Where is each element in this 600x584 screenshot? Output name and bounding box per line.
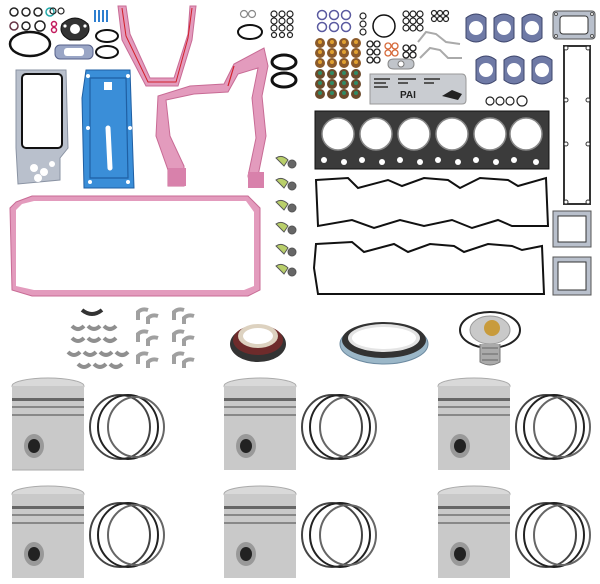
brand-logo-text: PAI xyxy=(400,90,416,101)
large-o-ring-oval xyxy=(8,30,52,58)
front-crank-seal xyxy=(228,312,288,366)
piston-rings-3 xyxy=(512,392,594,462)
small-o-rings-row xyxy=(484,94,544,108)
piston-rings-2 xyxy=(298,392,380,462)
piston-1 xyxy=(10,376,86,476)
cylinder-head-gasket xyxy=(314,110,550,170)
fuel-pump-gasket xyxy=(58,12,92,44)
small-o-rings-group xyxy=(8,6,68,46)
piston-3 xyxy=(436,376,512,476)
o-rings-small-col xyxy=(358,12,408,40)
piston-rings-4 xyxy=(86,500,168,570)
o-rings-copper-black xyxy=(366,40,422,66)
rod-bearings xyxy=(134,306,200,372)
exhaust-manifold-gaskets xyxy=(462,8,558,98)
intake-cover-gasket xyxy=(562,44,592,206)
intake-elbow-gasket-1 xyxy=(552,210,592,248)
rear-cover-gasket-pink xyxy=(116,4,197,88)
piston-5 xyxy=(222,484,298,582)
tiny-o-rings xyxy=(49,6,66,16)
turbo-oil-gasket xyxy=(386,58,416,70)
metal-oil-lines xyxy=(416,28,466,64)
black-o-rings-pair xyxy=(94,28,120,62)
piston-rings-5 xyxy=(298,500,380,570)
oil-cooler-gasket-gray xyxy=(14,68,70,186)
piston-rings-1 xyxy=(86,392,168,462)
front-cover-gasket-pink xyxy=(154,46,270,192)
thermostat xyxy=(458,304,522,368)
intake-elbow-gasket-2 xyxy=(552,256,592,296)
valve-stem-seals xyxy=(314,38,364,102)
main-bearings xyxy=(66,306,130,372)
piston-2 xyxy=(222,376,298,476)
oil-cooler-gasket-blue xyxy=(80,68,136,190)
o-rings-grid xyxy=(402,9,462,40)
instruction-card: PAI xyxy=(368,72,468,106)
piston-4 xyxy=(10,484,86,582)
purple-o-rings xyxy=(316,9,356,34)
piston-6 xyxy=(436,484,512,582)
oil-pan-gasket-pink xyxy=(8,194,264,298)
piston-rings-6 xyxy=(512,500,594,570)
small-blue-gray-gasket xyxy=(54,44,94,60)
o-rings-cluster-center xyxy=(236,8,302,89)
rear-crank-seal xyxy=(336,312,432,368)
turbo-flange-gasket xyxy=(552,10,596,40)
valve-cover-gasket-upper xyxy=(312,174,552,234)
valve-cover-gasket-lower xyxy=(312,238,548,300)
blue-dowel-pins xyxy=(94,10,108,24)
piston-cooling-nozzles xyxy=(274,154,300,280)
